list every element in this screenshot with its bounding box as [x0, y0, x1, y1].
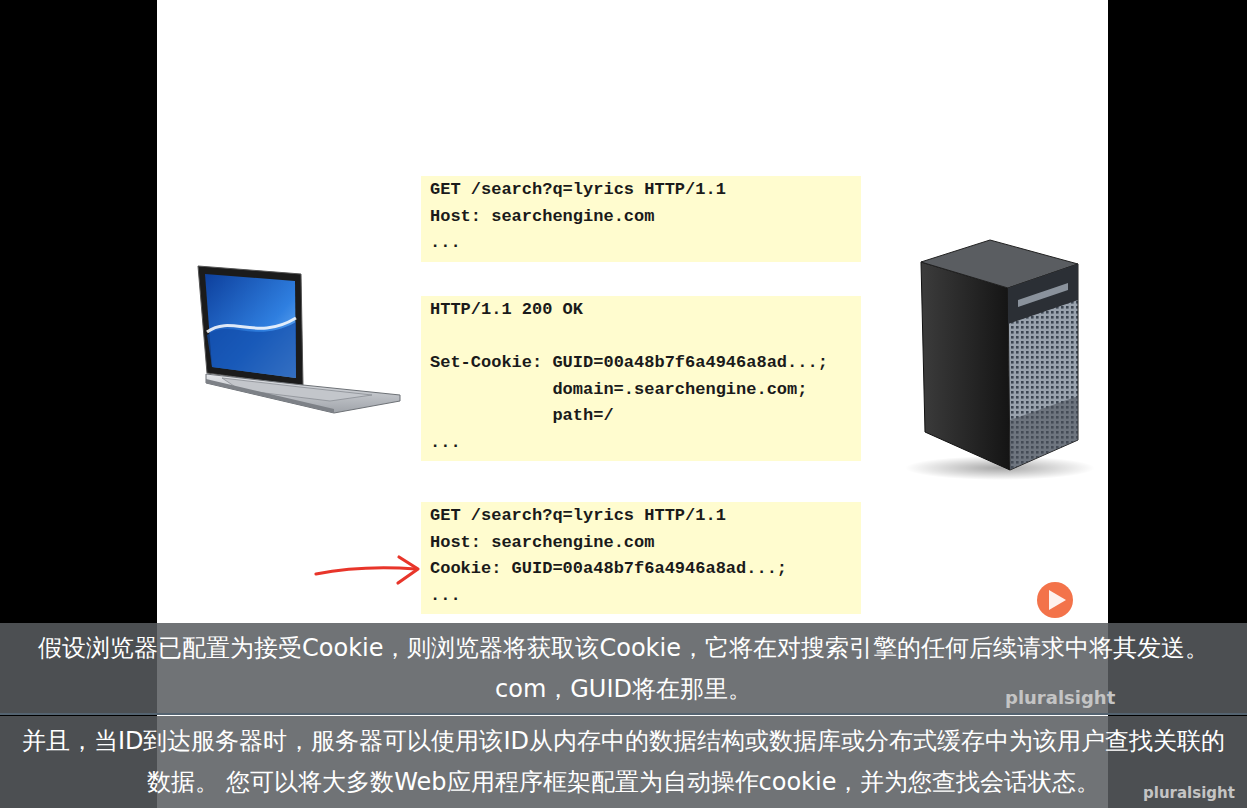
code-line: HTTP/1.1 200 OK — [430, 297, 583, 324]
code-line: path=/ — [430, 403, 614, 430]
code-line: ... — [430, 583, 461, 610]
code-line: Host: searchengine.com — [430, 530, 654, 557]
code-line: ... — [430, 230, 461, 257]
subtitle-text: 并且，当ID到达服务器时，服务器可以使用该ID从内存中的数据结构或数据库或分布式… — [11, 721, 1236, 803]
pluralsight-logo — [1037, 582, 1073, 618]
code-line: ... — [430, 430, 461, 457]
http-response-box: HTTP/1.1 200 OK Set-Cookie: GUID=00a48b7f… — [421, 296, 861, 461]
watermark: pluralsight — [1143, 784, 1235, 802]
code-line: Host: searchengine.com — [430, 204, 654, 231]
laptop-icon — [198, 266, 400, 413]
code-line: GET /search?q=lyrics HTTP/1.1 — [430, 177, 726, 204]
subtitle-band: 并且，当ID到达服务器时，服务器可以使用该ID从内存中的数据结构或数据库或分布式… — [0, 716, 1247, 808]
http-request-box: GET /search?q=lyrics HTTP/1.1Host: searc… — [421, 502, 861, 614]
watermark: pluralsight — [1005, 687, 1115, 708]
code-line: domain=.searchengine.com; — [430, 377, 807, 404]
server-icon — [905, 240, 1095, 480]
pointer-arrow — [316, 557, 418, 583]
code-line: Cookie: GUID=00a48b7f6a4946a8ad...; — [430, 556, 787, 583]
code-line: Set-Cookie: GUID=00a48b7f6a4946a8ad...; — [430, 350, 828, 377]
http-request-box: GET /search?q=lyrics HTTP/1.1Host: searc… — [421, 176, 861, 262]
code-line: GET /search?q=lyrics HTTP/1.1 — [430, 503, 726, 530]
